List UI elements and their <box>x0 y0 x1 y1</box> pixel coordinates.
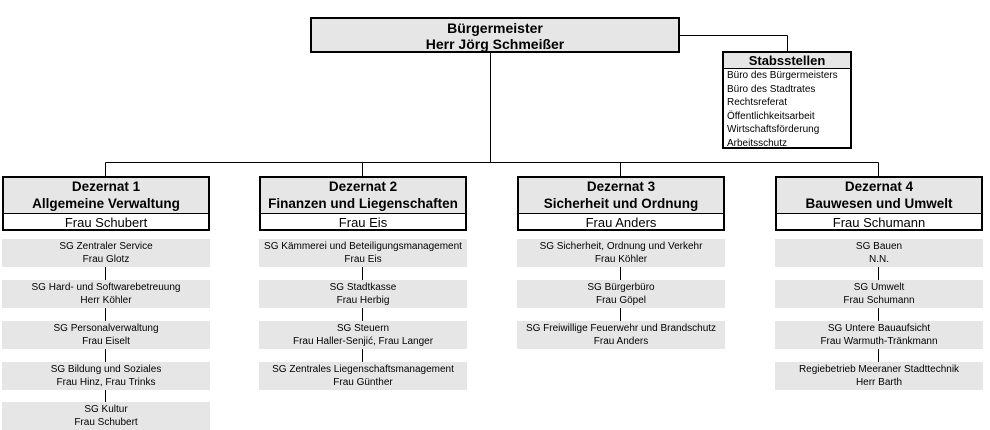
department-2-box: Dezernat 2 Finanzen und Liegenschaften F… <box>259 176 467 231</box>
department-4-title: Dezernat 4 <box>844 179 914 194</box>
unit-box: SG Untere Bauaufsicht Frau Warmuth-Tränk… <box>775 321 983 349</box>
unit-person: Frau Haller-Senjić, Frau Langer <box>292 336 434 347</box>
unit-box: SG Bauen N.N. <box>775 239 983 267</box>
unit-name: SG Bürgerbüro <box>587 282 655 293</box>
unit-person: Frau Göpel <box>595 295 647 306</box>
department-2-subtitle: Finanzen und Liegenschaften <box>268 195 458 211</box>
unit-person: Frau Eiselt <box>82 336 130 347</box>
department-2-header: Dezernat 2 Finanzen und Liegenschaften <box>261 178 465 214</box>
unit-person: Herr Köhler <box>80 295 132 306</box>
department-2-head: Frau Eis <box>338 215 388 230</box>
unit-person: Frau Schumann <box>843 295 915 306</box>
unit-box: SG Kämmerei und Beteiligungsmanagement F… <box>259 239 467 267</box>
staff-item: Arbeitsschutz <box>727 137 788 149</box>
unit-box: SG Sicherheit, Ordnung und Verkehr Frau … <box>517 239 725 267</box>
department-1-head: Frau Schubert <box>64 215 148 230</box>
unit-box: SG Zentrales Liegenschaftsmanagement Fra… <box>259 362 467 390</box>
department-3-head: Frau Anders <box>585 215 657 230</box>
unit-name: SG Untere Bauaufsicht <box>827 323 931 334</box>
department-4-head: Frau Schumann <box>832 215 926 230</box>
unit-person: Frau Glotz <box>82 254 130 265</box>
department-3-title: Dezernat 3 <box>586 179 656 194</box>
staff-item: Öffentlichkeitsarbeit <box>727 110 815 122</box>
unit-name: SG Zentraler Service <box>59 241 153 252</box>
unit-person: Frau Anders <box>593 336 649 347</box>
unit-name: SG Kultur <box>84 404 128 415</box>
unit-name: SG Umwelt <box>853 282 905 293</box>
unit-name: Regiebetrieb Meeraner Stadttechnik <box>798 364 960 375</box>
mayor-name: Herr Jörg Schmeißer <box>425 36 565 52</box>
unit-person: Frau Hinz, Frau Trinks <box>56 377 156 388</box>
unit-name: SG Steuern <box>336 323 390 334</box>
unit-name: SG Kämmerei und Beteiligungsmanagement <box>264 241 462 252</box>
unit-box: SG Stadtkasse Frau Herbig <box>259 280 467 308</box>
unit-box: SG Umwelt Frau Schumann <box>775 280 983 308</box>
unit-box: SG Bildung und Soziales Frau Hinz, Frau … <box>2 362 210 390</box>
unit-name: SG Sicherheit, Ordnung und Verkehr <box>539 241 703 252</box>
department-4-header: Dezernat 4 Bauwesen und Umwelt <box>777 178 981 214</box>
unit-person: Herr Barth <box>855 377 903 388</box>
department-4-subtitle: Bauwesen und Umwelt <box>805 195 953 211</box>
unit-person: Frau Köhler <box>594 254 648 265</box>
unit-box: SG Kultur Frau Schubert <box>2 402 210 430</box>
unit-box: SG Personalverwaltung Frau Eiselt <box>2 321 210 349</box>
department-3-box: Dezernat 3 Sicherheit und Ordnung Frau A… <box>517 176 725 231</box>
unit-person: Frau Schubert <box>74 417 138 428</box>
department-3-header: Dezernat 3 Sicherheit und Ordnung <box>519 178 723 214</box>
staff-item: Büro des Bürgermeisters <box>727 70 838 81</box>
department-4-box: Dezernat 4 Bauwesen und Umwelt Frau Schu… <box>775 176 983 231</box>
unit-box: SG Hard- und Softwarebetreuung Herr Köhl… <box>2 280 210 308</box>
unit-name: SG Freiwillige Feuerwehr und Brandschutz <box>525 323 717 334</box>
department-1-title: Dezernat 1 <box>71 179 141 194</box>
mayor-box: Bürgermeister Herr Jörg Schmeißer <box>310 17 680 53</box>
unit-name: SG Personalverwaltung <box>53 323 159 334</box>
staff-item: Rechtsreferat <box>727 97 788 108</box>
mayor-title: Bürgermeister <box>447 20 543 36</box>
department-2-title: Dezernat 2 <box>328 179 398 194</box>
unit-person: Frau Warmuth-Tränkmann <box>820 336 938 347</box>
unit-person: Frau Herbig <box>336 295 390 306</box>
unit-box: SG Steuern Frau Haller-Senjić, Frau Lang… <box>259 321 467 349</box>
unit-name: SG Hard- und Softwarebetreuung <box>31 282 181 293</box>
department-1-box: Dezernat 1 Allgemeine Verwaltung Frau Sc… <box>2 176 210 231</box>
staff-item: Büro des Stadtrates <box>727 83 816 95</box>
unit-person: Frau Eis <box>344 254 382 265</box>
unit-person: Frau Günther <box>333 377 393 388</box>
unit-name: SG Zentrales Liegenschaftsmanagement <box>272 364 454 375</box>
unit-box: SG Bürgerbüro Frau Göpel <box>517 280 725 308</box>
unit-name: SG Bauen <box>855 241 903 252</box>
unit-box: SG Freiwillige Feuerwehr und Brandschutz… <box>517 321 725 349</box>
staff-title: Stabsstellen <box>724 51 850 69</box>
unit-box: Regiebetrieb Meeraner Stadttechnik Herr … <box>775 362 983 390</box>
unit-name: SG Bildung und Soziales <box>50 364 162 375</box>
unit-person: N.N. <box>869 254 889 265</box>
staff-box: Stabsstellen Büro des Bürgermeisters Bür… <box>722 51 852 149</box>
unit-name: SG Stadtkasse <box>329 282 397 293</box>
department-3-subtitle: Sicherheit und Ordnung <box>543 195 699 211</box>
staff-item: Wirtschaftsförderung <box>727 124 820 135</box>
department-1-header: Dezernat 1 Allgemeine Verwaltung <box>4 178 208 214</box>
unit-box: SG Zentraler Service Frau Glotz <box>2 239 210 267</box>
department-1-subtitle: Allgemeine Verwaltung <box>32 195 180 211</box>
